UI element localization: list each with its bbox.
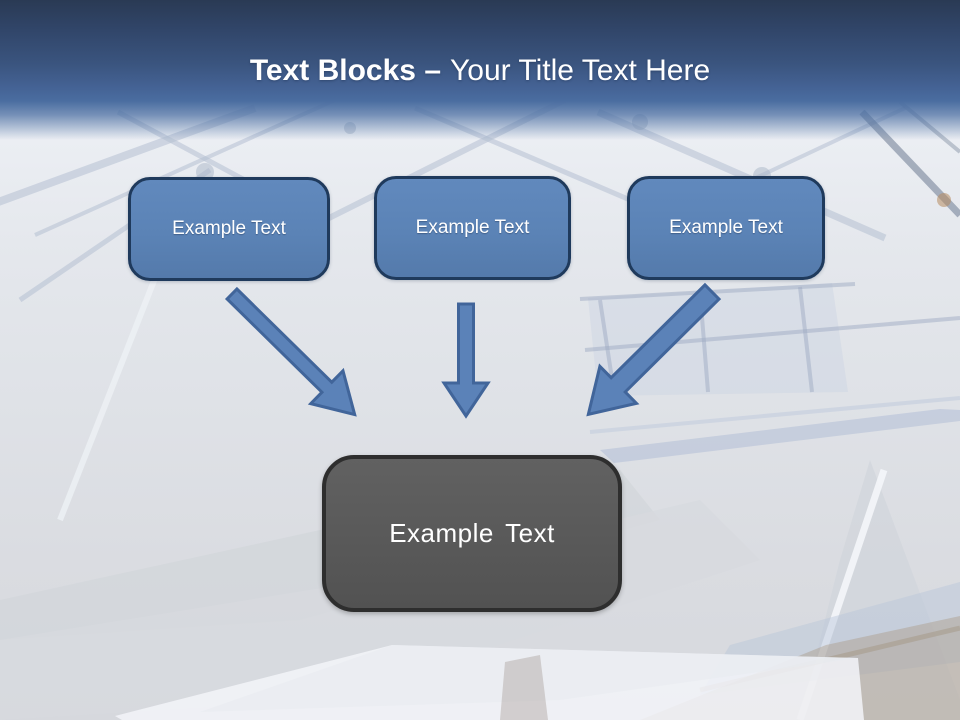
boat-windshield: [579, 282, 960, 396]
target-block: Example Text: [322, 455, 622, 612]
text-block-2: Example Text: [374, 176, 571, 280]
dock-and-water: [640, 582, 960, 720]
page-title: Text Blocks –Your Title Text Here: [0, 53, 960, 89]
bottom-hull-wedge: [115, 645, 864, 720]
text-block-1: Example Text: [128, 177, 330, 281]
hull-stripe: [589, 396, 960, 463]
page-title-regular: Your Title Text Here: [450, 54, 711, 87]
title-bar: [0, 0, 960, 140]
text-block-2-label: Example Text: [415, 217, 530, 238]
text-block-3-label: Example Text: [669, 217, 783, 238]
page-title-bold: Text Blocks –: [249, 54, 442, 87]
target-block-label: Example Text: [389, 518, 555, 548]
arrow-down-left-icon: [586, 282, 722, 417]
arrow-down-icon: [441, 302, 491, 419]
text-block-3: Example Text: [627, 176, 825, 280]
arrow-down-right-icon: [224, 286, 357, 417]
text-block-1-label: Example Text: [172, 218, 286, 239]
right-hull-edge: [796, 460, 960, 720]
